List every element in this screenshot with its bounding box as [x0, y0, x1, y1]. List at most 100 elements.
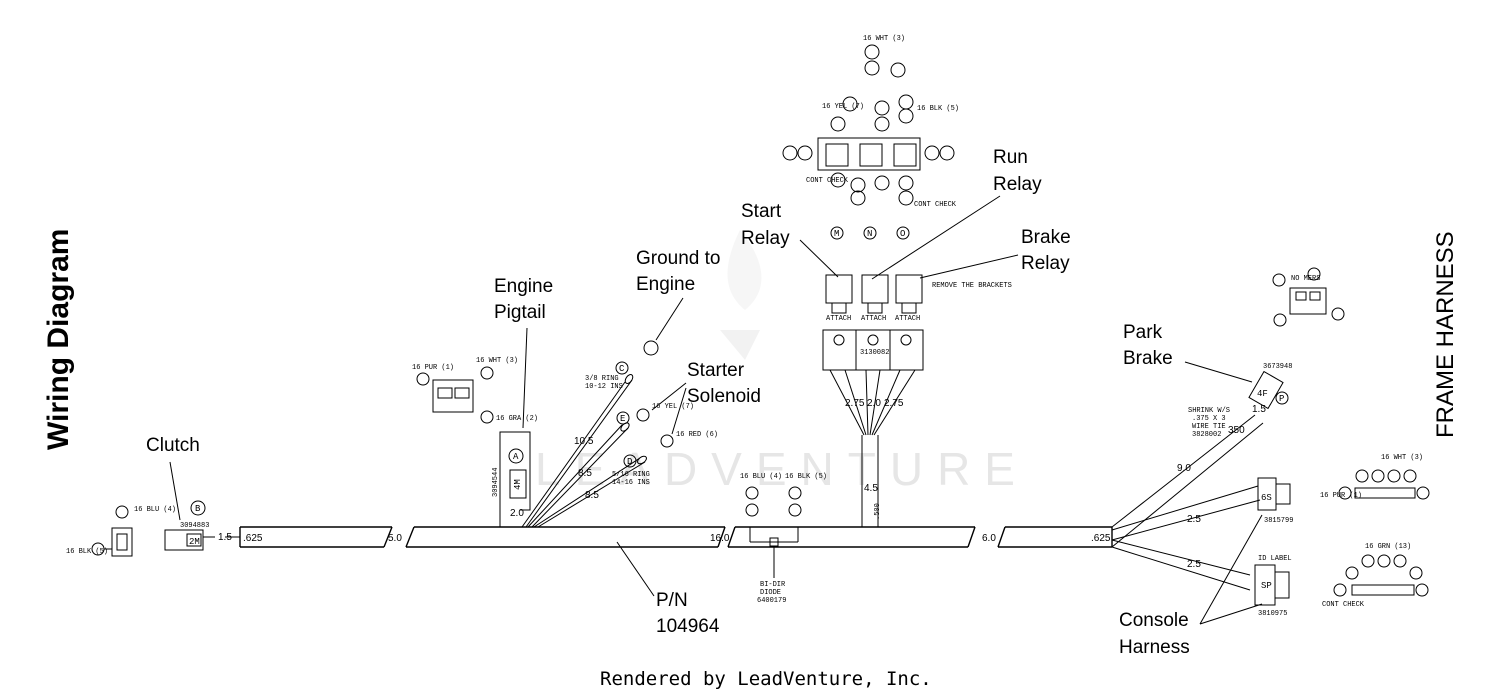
ring-516-ins: 14-16 INS	[612, 479, 650, 487]
remove-brackets: REMOVE THE BRACKETS	[932, 282, 1012, 290]
dim-90: 9.0	[1177, 463, 1191, 474]
dim-350: 350	[1228, 425, 1245, 436]
park-no-mers: NO MERS	[1291, 275, 1320, 283]
marker-d	[623, 454, 637, 468]
label-ground-2: Engine	[636, 274, 695, 295]
clutch-connector	[164, 529, 240, 551]
clutch-code: 2M	[189, 537, 200, 547]
label-run-relay-1: Run	[993, 147, 1028, 168]
pigtail-pinout	[416, 366, 494, 424]
dim-105: 10.5	[574, 436, 594, 447]
diode-wire-blk: 16 BLK (5)	[785, 473, 827, 481]
relay-wire-blk: 16 BLK (5)	[917, 105, 959, 113]
label-brake-relay-1: Brake	[1021, 227, 1071, 248]
shrink-2: .375 X 3	[1192, 415, 1226, 423]
dim-45: 4.5	[864, 483, 878, 494]
conn-4f: 4F	[1257, 389, 1268, 399]
starter-wire-yel: 16 YEL (7)	[652, 403, 694, 411]
engine-pigtail	[499, 431, 531, 527]
dim-50: 5.0	[388, 533, 402, 544]
clutch-switch	[91, 505, 133, 557]
marker-n	[863, 226, 877, 240]
label-engine-pigtail-1: Engine	[494, 276, 553, 297]
watermark: LEADVENTURE	[535, 443, 1029, 495]
label-engine-pigtail-2: Pigtail	[494, 302, 546, 323]
pn-sp: 3810975	[1258, 610, 1287, 618]
id-label: ID LABEL	[1258, 555, 1292, 563]
shrink-3: WIRE TIE	[1192, 423, 1226, 431]
page-title: Wiring Diagram	[42, 229, 75, 450]
label-pn-1: P/N	[656, 590, 688, 611]
pinout-6s-pur: 16 PUR (1)	[1320, 492, 1362, 500]
pinout-sp-grn: 16 GRN (13)	[1365, 543, 1411, 551]
park-pinout	[1272, 267, 1345, 327]
marker-o-text: O	[900, 229, 905, 239]
label-park-1: Park	[1123, 322, 1163, 343]
attach-2: ATTACH	[861, 315, 886, 323]
dim-15: 1.5	[218, 532, 232, 543]
dim-275b: 2.75	[884, 398, 904, 409]
relay-wire-yel: 16 YEL (7)	[822, 103, 864, 111]
dim-85b: 8.5	[585, 490, 599, 501]
dim-625a: .625	[243, 533, 263, 544]
dim-160: 16.0	[710, 533, 730, 544]
clutch-pn: 3094883	[180, 522, 209, 530]
dim-60: 6.0	[982, 533, 996, 544]
marker-e	[616, 411, 630, 425]
dim-25b: 2.5	[1187, 559, 1201, 570]
dim-20: 2.0	[510, 508, 524, 519]
relays	[822, 274, 924, 527]
starter-wire-yel-circle	[636, 408, 650, 422]
marker-n-text: N	[867, 229, 872, 239]
pigtail-pn: 3094544	[492, 468, 500, 497]
relay-pinout	[782, 44, 955, 206]
label-starter-2: Solenoid	[687, 386, 761, 407]
relay-pn: 3130082	[860, 349, 889, 357]
watermark-logo	[720, 230, 762, 360]
pinout-pur: 16 PUR (1)	[412, 364, 454, 372]
side-title: FRAME HARNESS	[1432, 231, 1459, 438]
marker-b	[190, 500, 206, 516]
ring-38: 3/8 RING	[585, 375, 619, 383]
marker-c	[615, 361, 629, 375]
marker-e-text: E	[620, 414, 625, 424]
dim-275a: 2.75	[845, 398, 865, 409]
marker-d-text: D	[627, 457, 632, 467]
pinout-sp-cont: CONT CHECK	[1322, 601, 1365, 609]
dim-15b: 1.5	[1252, 404, 1266, 415]
marker-c-text: C	[619, 364, 625, 374]
dim-25a: 2.5	[1187, 514, 1201, 525]
conn-sp: SP	[1261, 581, 1272, 591]
marker-p: P	[1279, 394, 1284, 404]
marker-b-text: B	[195, 504, 201, 514]
starter-wire-red-circle	[660, 434, 674, 448]
ring-516: 5/16 RING	[612, 471, 650, 479]
cont-check-left: CONT CHECK	[806, 177, 849, 185]
branch-wires	[521, 374, 647, 528]
pinout-gra: 16 GRA (2)	[496, 415, 538, 423]
pigtail-code: 4M	[513, 479, 523, 490]
marker-m-text: M	[834, 229, 839, 239]
label-starter-1: Starter	[687, 360, 745, 381]
pinout-sp	[1333, 554, 1429, 597]
diode-2: DIODE	[760, 589, 781, 597]
label-pn-2: 104964	[656, 616, 720, 637]
main-harness	[239, 526, 1113, 548]
diode-1: BI-DIR	[760, 581, 786, 589]
diode-3: 6400179	[757, 597, 786, 605]
label-start-relay-2: Relay	[741, 228, 790, 249]
label-brake-relay-2: Relay	[1021, 253, 1070, 274]
label-run-relay-2: Relay	[993, 174, 1042, 195]
cont-check-right: CONT CHECK	[914, 201, 957, 209]
pinout-6s	[1338, 469, 1430, 500]
label-clutch: Clutch	[146, 435, 200, 456]
dim-625b: .625	[1091, 533, 1111, 544]
attach-3: ATTACH	[895, 315, 920, 323]
label-park-2: Brake	[1123, 348, 1173, 369]
pn-6s: 3815799	[1264, 517, 1293, 525]
marker-o	[896, 226, 910, 240]
label-ground-1: Ground to	[636, 248, 721, 269]
marker-a: A	[513, 452, 519, 462]
